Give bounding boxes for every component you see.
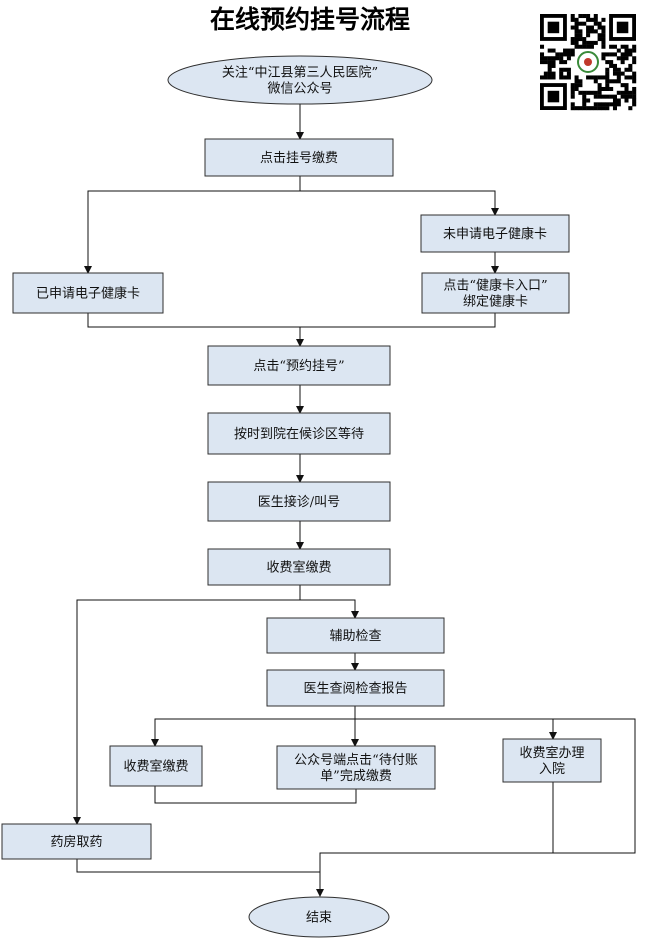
- node-review-report: 医生查阅检查报告: [266, 669, 445, 707]
- connectors: [73, 104, 636, 897]
- node-label: 按时到院在候诊区等待: [234, 426, 364, 442]
- node-label: 绑定健康卡: [463, 294, 528, 310]
- node-shape: [204, 138, 394, 177]
- node-shape: [207, 481, 391, 522]
- node-pay-register: 点击挂号缴费: [204, 138, 394, 177]
- node-shape: [12, 272, 164, 314]
- node-label: 药房取药: [50, 834, 102, 850]
- node-shape: [109, 745, 203, 787]
- node-label: 收费室缴费: [266, 560, 331, 576]
- node-end: 结束: [248, 896, 390, 938]
- node-shape: [266, 669, 445, 707]
- node-shape: [248, 896, 390, 938]
- arrow-to-not-applied: [300, 190, 499, 216]
- node-label: 点击“预约挂号”: [253, 359, 344, 374]
- node-label: 未申请电子健康卡: [443, 226, 547, 242]
- node-shape: [421, 272, 570, 314]
- flow-nodes: 关注“中江县第三人民医院”微信公众号点击挂号缴费未申请电子健康卡已申请电子健康卡…: [1, 55, 602, 938]
- node-label: 关注“中江县第三人民医院”: [222, 66, 378, 81]
- node-not-applied: 未申请电子健康卡: [420, 214, 570, 253]
- node-start: 关注“中江县第三人民医院”微信公众号: [167, 55, 433, 105]
- node-shape: [266, 617, 445, 654]
- node-label: 结束: [306, 911, 332, 926]
- node-cashier2: 收费室缴费: [109, 745, 203, 787]
- node-label: 点击挂号缴费: [260, 151, 338, 166]
- node-label: 入院: [539, 762, 565, 777]
- page-title: 在线预约挂号流程: [210, 5, 410, 34]
- node-aux-exam: 辅助检查: [266, 617, 445, 654]
- arrow-to-end: [316, 852, 553, 897]
- node-shape: [420, 214, 570, 253]
- node-label: 收费室缴费: [123, 759, 188, 775]
- node-shape: [276, 745, 436, 790]
- node-label: 收费室办理: [519, 745, 584, 761]
- pay-merge-line: [154, 786, 357, 804]
- node-label: 公众号端点击“待付账: [294, 753, 418, 768]
- node-cashier1: 收费室缴费: [207, 548, 391, 586]
- merge-line: [87, 313, 496, 328]
- arrow-to-aux-exam: [299, 585, 359, 619]
- qr-code-icon: [540, 14, 637, 111]
- node-label: 单”完成缴费: [320, 769, 392, 784]
- node-applied: 已申请电子健康卡: [12, 272, 164, 314]
- node-book: 点击“预约挂号”: [207, 345, 391, 386]
- node-shape: [207, 548, 391, 586]
- node-shape: [167, 55, 433, 105]
- node-label: 已申请电子健康卡: [36, 286, 140, 302]
- node-label: 微信公众号: [267, 82, 332, 97]
- node-wait: 按时到院在候诊区等待: [207, 412, 391, 455]
- node-shape: [207, 345, 391, 386]
- node-call: 医生接诊/叫号: [207, 481, 391, 522]
- node-shape: [502, 738, 602, 783]
- node-label: 医生接诊/叫号: [258, 494, 340, 510]
- node-label: 医生查阅检查报告: [303, 682, 407, 697]
- node-shape: [1, 823, 152, 860]
- node-label: 点击“健康卡入口”: [443, 278, 547, 294]
- node-shape: [207, 412, 391, 455]
- arrow-to-applied: [84, 176, 301, 274]
- node-label: 辅助检查: [329, 629, 381, 644]
- node-bind-card: 点击“健康卡入口”绑定健康卡: [421, 272, 570, 314]
- arrow-to-pharmacy: [73, 599, 300, 825]
- pharmacy-to-end-line: [76, 859, 320, 873]
- node-pharmacy: 药房取药: [1, 823, 152, 860]
